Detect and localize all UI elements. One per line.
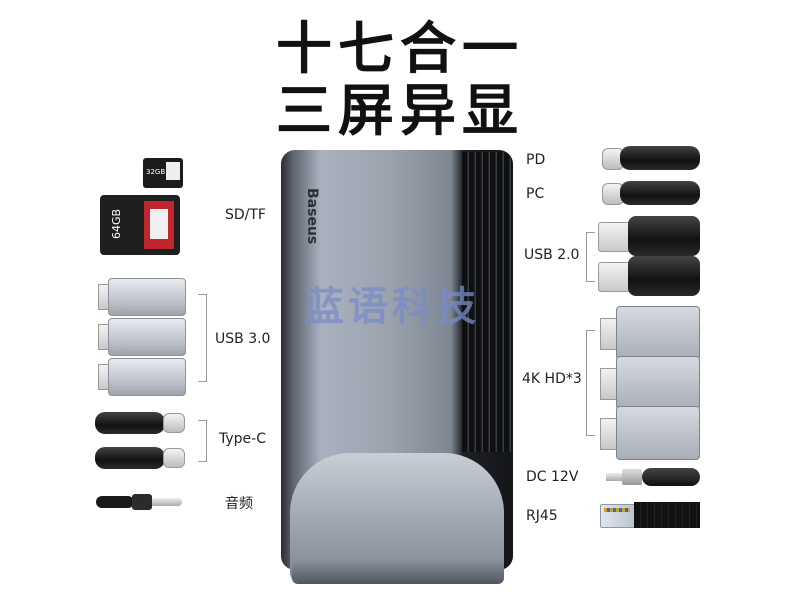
type-c-plug-icon — [163, 413, 185, 433]
micro-sd-card-icon: 32GB — [143, 158, 183, 188]
dc-label: DC 12V — [526, 469, 579, 485]
sd-card-label: 64GB — [110, 208, 123, 239]
pd-label: PD — [526, 152, 546, 168]
type-c-label: Type-C — [219, 431, 266, 447]
sd-tf-label: SD/TF — [225, 207, 266, 223]
usb-stick-icon — [108, 358, 186, 396]
rj45-label: RJ45 — [526, 508, 558, 524]
type-c-plug-icon — [163, 448, 185, 468]
type-c-bracket — [198, 420, 207, 462]
rj45-plug-icon — [600, 500, 700, 530]
vent-grill — [462, 152, 512, 452]
micro-sd-label: 32GB — [146, 168, 166, 176]
audio-jack-icon — [96, 492, 186, 512]
stand-foot — [292, 560, 504, 584]
usb-a-cable-icon — [628, 256, 700, 296]
hd-bracket — [586, 330, 595, 436]
pd-cable-icon — [620, 146, 700, 170]
hdmi-cable-icon — [616, 356, 700, 410]
usb-a-cable-icon — [628, 216, 700, 256]
dc-plug-icon — [606, 466, 700, 488]
usb-stick-icon — [108, 318, 186, 356]
usb-a-plug-icon — [598, 262, 632, 292]
brand-logo: Baseus — [304, 188, 320, 245]
hdmi-cable-icon — [616, 306, 700, 360]
sd-card-icon: 64GB — [100, 195, 180, 255]
usb3-label: USB 3.0 — [215, 331, 271, 347]
type-c-cable-icon — [95, 447, 165, 469]
pc-cable-icon — [620, 181, 700, 205]
usb3-bracket — [198, 294, 207, 382]
usb2-label: USB 2.0 — [524, 247, 580, 263]
headline-line-1: 十七合一 — [276, 17, 524, 82]
audio-label: 音频 — [225, 496, 253, 512]
type-c-cable-icon — [95, 412, 165, 434]
headline-line-2: 三屏异显 — [276, 79, 524, 144]
hd-label: 4K HD*3 — [522, 371, 582, 387]
watermark-text: 蓝语科技 — [304, 284, 480, 330]
usb-stick-icon — [108, 278, 186, 316]
hdmi-cable-icon — [616, 406, 700, 460]
pc-label: PC — [526, 186, 545, 202]
usb2-bracket — [586, 232, 595, 282]
usb-a-plug-icon — [598, 222, 632, 252]
